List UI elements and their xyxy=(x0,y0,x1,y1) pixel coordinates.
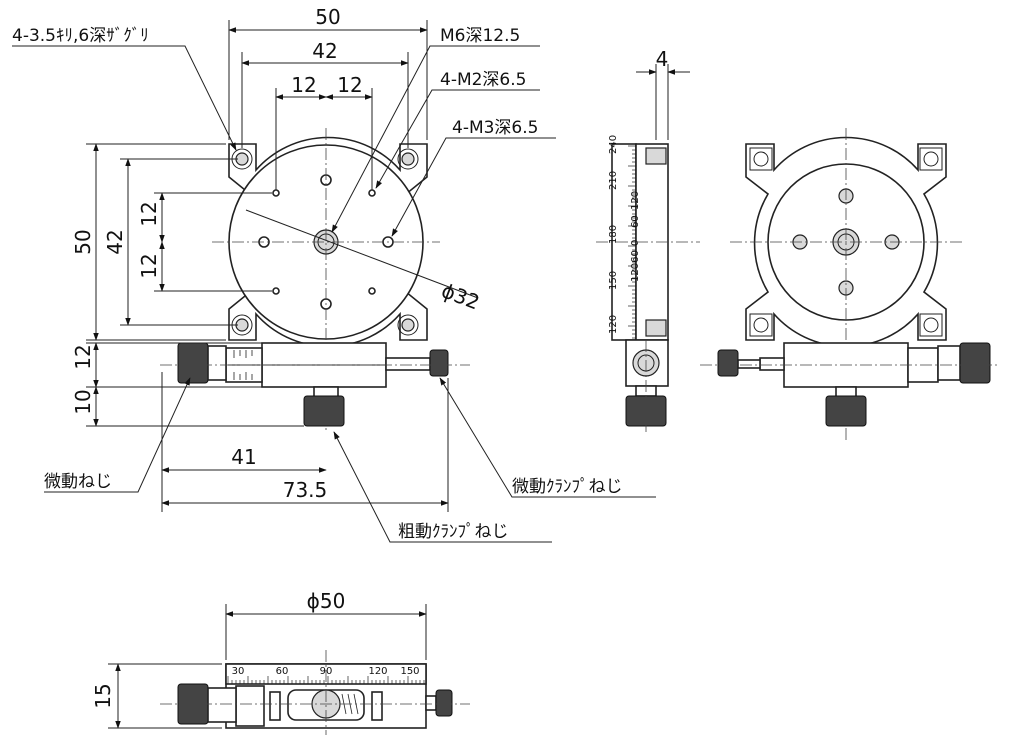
callout-center-tap: M6深12.5 xyxy=(440,26,520,46)
dim-width-50: 50 xyxy=(315,5,340,29)
dim-spacing-left: 12 xyxy=(291,73,316,97)
side-scale-60a: 60 xyxy=(630,215,641,228)
bottom-scale-30: 30 xyxy=(232,666,245,677)
bottom-fine-clamp-knob xyxy=(435,689,453,717)
back-view xyxy=(700,128,1000,440)
back-fine-clamp-knob xyxy=(717,349,739,377)
back-corner-marks xyxy=(749,147,943,337)
back-micrometer-thimble xyxy=(959,342,991,384)
dim-side-12: 12 xyxy=(71,344,95,369)
side-scale-180: 180 xyxy=(608,225,619,244)
micrometer-thimble xyxy=(177,342,209,384)
side-scale-12060: 12060 xyxy=(630,250,641,282)
back-coarse-knob xyxy=(825,395,867,427)
side-scale-0: 0 xyxy=(630,240,641,246)
dim-vert-12-lower: 12 xyxy=(137,253,161,278)
m2-hole-1 xyxy=(272,189,280,197)
m2-hole-3 xyxy=(272,287,280,295)
callout-fine-screw: 微動ねじ xyxy=(44,472,112,492)
callout-fine-clamp: 微動ｸﾗﾝﾌﾟねじ xyxy=(512,477,623,497)
dim-side-10: 10 xyxy=(71,389,95,414)
dim-height-50: 50 xyxy=(71,229,95,254)
bottom-scale-60: 60 xyxy=(276,666,289,677)
m2-hole-4 xyxy=(368,287,376,295)
corner-hole-br xyxy=(397,314,419,336)
side-scale-240: 240 xyxy=(608,135,619,154)
dim-length-73-5: 73.5 xyxy=(283,478,328,502)
dim-spacing-right: 12 xyxy=(337,73,362,97)
dim-width-42: 42 xyxy=(312,39,337,63)
m2-hole-2 xyxy=(368,189,376,197)
side-scale-120a: 120 xyxy=(630,191,641,210)
corner-hole-tr xyxy=(397,148,419,170)
bottom-scale-150: 150 xyxy=(400,666,419,677)
callout-coarse-clamp: 粗動ｸﾗﾝﾌﾟねじ xyxy=(398,522,509,542)
side-scale-120b: 120 xyxy=(608,315,619,334)
bottom-view: 30 60 90 120 150 ϕ50 15 xyxy=(91,589,470,735)
dim-diameter-32: ϕ32 xyxy=(438,278,483,314)
callout-corner-holes: 4-3.5ｷﾘ,6深ｻﾞｸﾞﾘ xyxy=(12,26,149,46)
bottom-micrometer-sleeve xyxy=(235,685,265,727)
fine-clamp-knob xyxy=(429,349,449,377)
side-view: 240 210 120 60 180 0 150 12060 120 4 xyxy=(596,47,700,434)
callout-m2-taps: 4-M2深6.5 xyxy=(440,70,526,90)
top-view: 50 42 12 12 50 42 12 12 ϕ32 xyxy=(12,5,656,543)
callout-m3-taps: 4-M3深6.5 xyxy=(452,118,538,138)
dim-vert-12-upper: 12 xyxy=(137,201,161,226)
side-scale-210: 210 xyxy=(608,171,619,190)
dim-side-width-4: 4 xyxy=(656,47,669,71)
coarse-clamp-knob xyxy=(303,395,345,427)
dim-length-41: 41 xyxy=(231,445,256,469)
bottom-scale-120: 120 xyxy=(368,666,387,677)
side-scale-150: 150 xyxy=(608,271,619,290)
dim-height-42: 42 xyxy=(103,229,127,254)
side-scale-labels: 240 210 120 60 180 0 150 12060 120 xyxy=(608,135,641,334)
dim-bottom-height-15: 15 xyxy=(91,683,115,708)
dim-bottom-diameter-50: ϕ50 xyxy=(307,589,346,613)
